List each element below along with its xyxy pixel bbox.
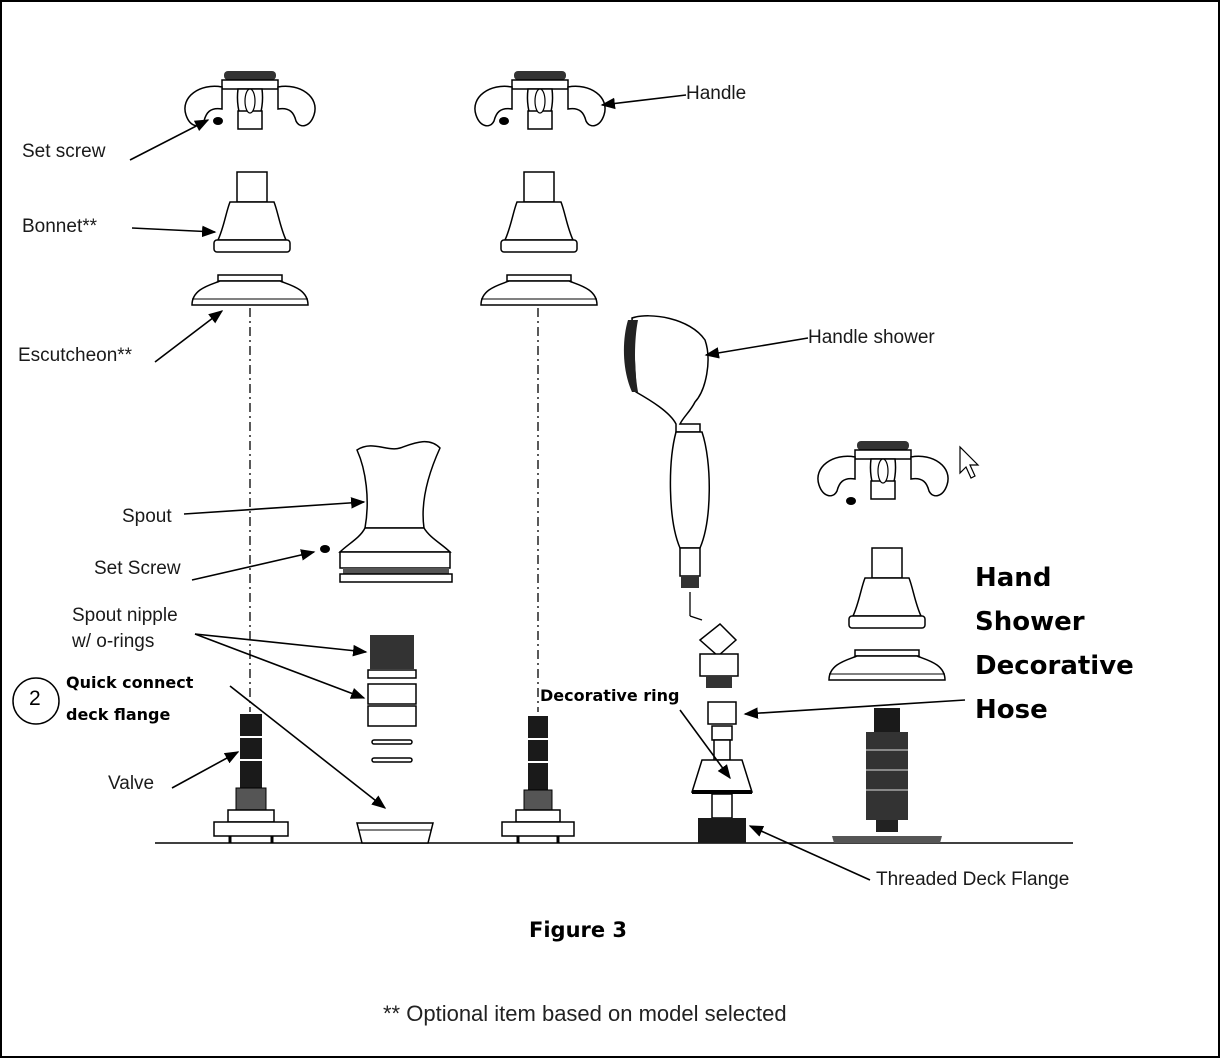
bonnet-right: [848, 547, 926, 629]
handle-middle: [474, 70, 606, 130]
set-screw-spout: [320, 545, 330, 553]
label-set-screw: Set screw: [22, 141, 106, 162]
label-spout-nipple-1: Spout nipple: [72, 605, 178, 626]
quick-connect-flange: [356, 822, 434, 844]
valve-middle: [501, 716, 575, 843]
set-screw-middle: [499, 117, 509, 125]
bonnet-left: [213, 171, 291, 253]
callout-number: 2: [29, 687, 41, 710]
bonnet-middle: [500, 171, 578, 253]
hose-connector: [698, 622, 739, 761]
label-valve: Valve: [108, 773, 155, 794]
label-hose-3: Decorative: [975, 651, 1134, 681]
spout-nipple: [367, 635, 417, 763]
label-threaded-deck-flange: Threaded Deck Flange: [876, 869, 1070, 890]
footnote: ** Optional item based on model selected: [383, 1001, 787, 1026]
label-decorative-ring: Decorative ring: [540, 686, 680, 705]
decorative-ring: [690, 759, 754, 843]
label-quick-connect-2: deck flange: [66, 705, 171, 724]
label-hose-1: Hand: [975, 563, 1052, 593]
leader-lines: [129, 94, 966, 881]
valve-left: [213, 714, 289, 843]
label-quick-connect-1: Quick connect: [66, 673, 194, 692]
label-bonnet: Bonnet**: [22, 216, 98, 237]
hose-callout: Hand Shower Decorative Hose: [975, 556, 1134, 732]
label-spout-nipple-2: w/ o-rings: [72, 631, 155, 652]
label-handle-shower: Handle shower: [808, 327, 935, 348]
mouse-cursor-icon: [959, 445, 980, 479]
callout-circle: [12, 677, 60, 725]
label-hose-4: Hose: [975, 695, 1048, 725]
escutcheon-right: [828, 649, 946, 681]
label-spout: Spout: [122, 506, 172, 527]
set-screw-left: [213, 117, 223, 125]
label-handle: Handle: [686, 83, 747, 104]
figure-caption: Figure 3: [529, 918, 628, 942]
label-set-screw-spout: Set Screw: [94, 558, 181, 579]
spout: [338, 440, 453, 583]
escutcheon-left: [191, 274, 309, 306]
label-hose-2: Shower: [975, 607, 1085, 637]
set-screw-right: [846, 497, 856, 505]
handle-right: [817, 440, 949, 500]
valve-right: [832, 708, 942, 843]
label-escutcheon: Escutcheon**: [18, 345, 133, 366]
handle-left: [184, 70, 316, 130]
escutcheon-middle: [480, 274, 598, 306]
hand-shower: [623, 315, 711, 621]
